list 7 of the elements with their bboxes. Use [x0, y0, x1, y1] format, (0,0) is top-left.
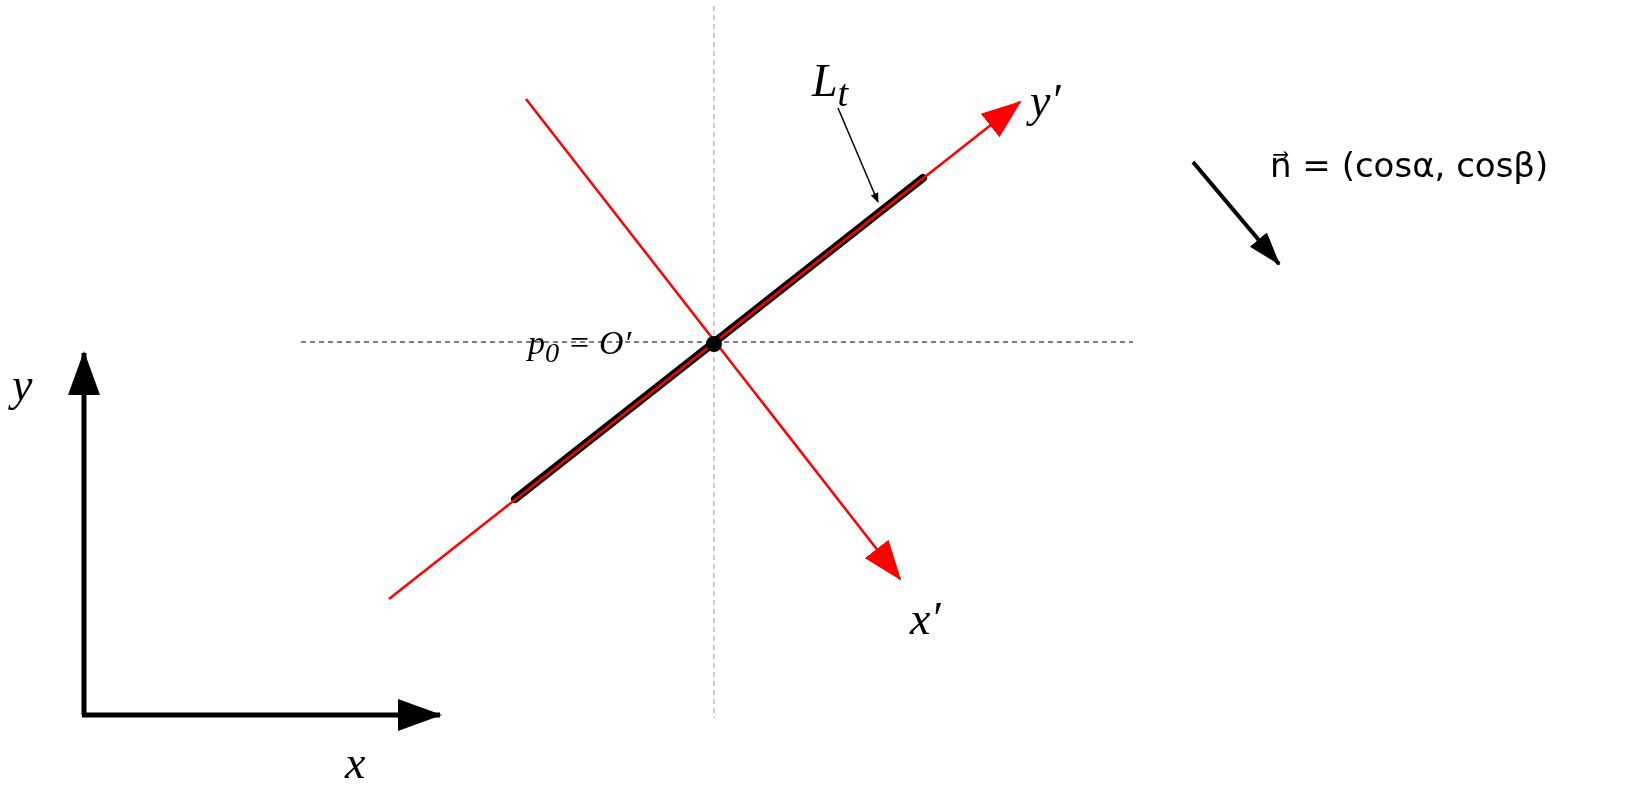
normal-vector-formula: n⃗ = (cosα, cosβ): [1270, 148, 1549, 182]
segment-label: L$_{t}$: [812, 58, 849, 113]
axis-label: x: [345, 740, 366, 786]
line-segment: [511, 174, 927, 503]
origin-label: p$_{0}$ = O′: [528, 326, 632, 368]
leader-line: [837, 107, 879, 203]
axis-label: x′: [910, 596, 941, 642]
